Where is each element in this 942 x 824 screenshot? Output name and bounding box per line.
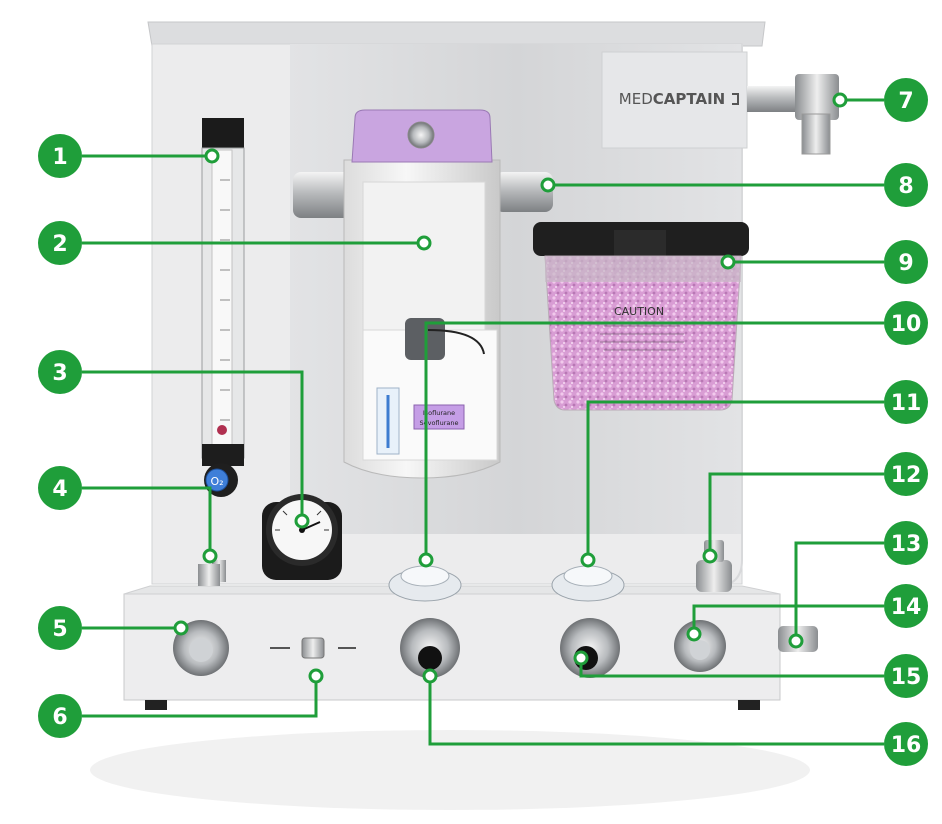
callout-10: 10	[884, 301, 928, 345]
top-shelf	[147, 21, 766, 47]
port-5	[173, 620, 229, 676]
callout-8: 8	[884, 163, 928, 207]
brand-logo: MEDCAPTAIN	[619, 90, 725, 108]
callout-endpoints	[173, 92, 848, 684]
callout-lines	[82, 98, 884, 746]
callout-1: 1	[38, 134, 82, 178]
callout-6: 6	[38, 694, 82, 738]
svg-text:15: 15	[891, 665, 922, 690]
svg-text:9: 9	[898, 251, 913, 276]
oxygen-flush-switch	[270, 637, 356, 659]
vaporizer-dial	[407, 121, 435, 149]
svg-text:16: 16	[891, 733, 922, 758]
svg-text:10: 10	[891, 312, 922, 337]
callout-4: 4	[38, 466, 82, 510]
callout-14: 14	[884, 584, 928, 628]
svg-text:8: 8	[898, 174, 913, 199]
svg-text:5: 5	[52, 617, 67, 642]
brand-box	[601, 51, 748, 149]
callout-12: 12	[884, 452, 928, 496]
floor-shadow	[90, 730, 810, 810]
svg-text:7: 7	[898, 89, 913, 114]
port-15	[560, 618, 620, 678]
svg-text:12: 12	[891, 463, 922, 488]
callout-15: 15	[884, 654, 928, 698]
callout-5: 5	[38, 606, 82, 650]
port-16	[400, 618, 460, 678]
o2-label: O₂	[210, 475, 223, 488]
agent-label	[413, 404, 465, 430]
vaporizer-mount-left	[293, 172, 353, 218]
caution-label: CAUTION	[614, 305, 664, 318]
svg-text:13: 13	[891, 532, 922, 557]
callout-11: 11	[884, 380, 928, 424]
svg-text:2: 2	[52, 232, 67, 257]
callout-3: 3	[38, 350, 82, 394]
callout-9: 9	[884, 240, 928, 284]
svg-text:1: 1	[52, 145, 67, 170]
flowmeter-housing	[202, 118, 244, 148]
svg-text:11: 11	[891, 391, 922, 416]
svg-text:3: 3	[52, 361, 67, 386]
apl-valve	[696, 560, 732, 592]
callout-7: 7	[884, 78, 928, 122]
svg-text:6: 6	[52, 705, 67, 730]
port-14	[674, 620, 726, 672]
callout-badges: 1 2 3 4 5 6 7 8 9 10 11 12 13 14 15 16	[38, 78, 928, 766]
svg-text:Sevoflurane: Sevoflurane	[420, 419, 459, 427]
svg-text:Isoflurane: Isoflurane	[423, 409, 455, 417]
vaporizer-mount-right	[495, 172, 553, 212]
svg-text:14: 14	[891, 595, 922, 620]
svg-text:4: 4	[52, 477, 67, 502]
callout-13: 13	[884, 521, 928, 565]
callout-16: 16	[884, 722, 928, 766]
callout-2: 2	[38, 221, 82, 265]
